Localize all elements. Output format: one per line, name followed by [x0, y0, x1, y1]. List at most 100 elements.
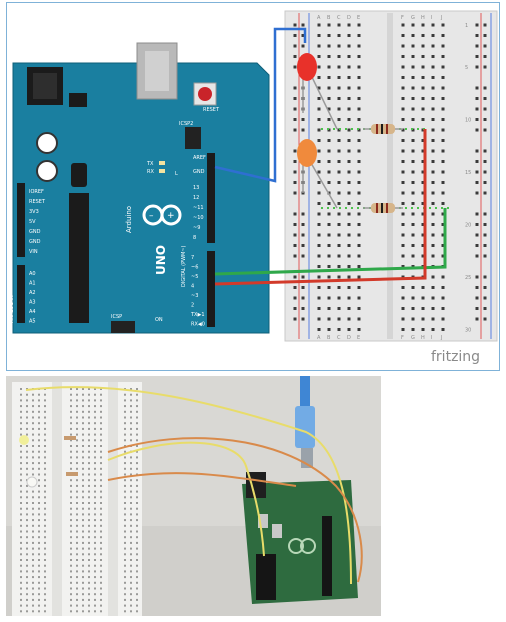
photo-resistor: [66, 472, 78, 476]
breadboard-column-label: F: [401, 335, 404, 341]
digital-label: DIGITAL (PWM~): [181, 245, 187, 287]
arduino-logo: – +: [142, 204, 182, 226]
wire-green-pin3: [214, 208, 447, 276]
digital-pin-label: ~11: [193, 205, 204, 211]
photo-breadboard: [12, 382, 142, 616]
breadboard-row-number: 25: [465, 275, 471, 281]
analog-header: [17, 265, 25, 323]
reset-label: RESET: [203, 107, 220, 113]
analog-label: ANALOG IN: [9, 295, 15, 323]
resistor-2: [363, 203, 403, 213]
breadboard-column-label: F: [401, 15, 404, 21]
breadboard-column-label: E: [357, 335, 360, 341]
analog-pin-label: A3: [29, 300, 36, 306]
rx-label: RX: [147, 169, 154, 175]
photo-led-yellow: [19, 435, 29, 445]
breadboard-column-label: I: [431, 15, 432, 21]
digital-pin-label: ~10: [193, 215, 204, 221]
fritzing-diagram: RESET ICSP2 TX RX L – + Arduino UNO ICSP…: [6, 2, 500, 371]
power-pin-label: RESET: [29, 199, 46, 205]
photo-arduino-board: [242, 472, 358, 604]
digital-pin-label: ~6: [191, 265, 198, 271]
capacitor: [36, 132, 58, 154]
photo-wire-orange: [107, 437, 363, 583]
breadboard-column-label: A: [317, 15, 321, 21]
analog-pin-label: A5: [29, 319, 36, 325]
breadboard-column-label: D: [347, 335, 351, 341]
reset-button: [193, 82, 217, 106]
voltage-regulator: [69, 93, 87, 107]
svg-text:+: +: [167, 211, 175, 221]
breadboard-column-label: G: [411, 335, 415, 341]
photo-resistor: [64, 436, 76, 440]
breadboard-row-number: 1: [465, 23, 468, 29]
icsp2-header: [185, 127, 201, 149]
digital-pin-label: ~9: [193, 225, 200, 231]
photo-wire-orange-2: [107, 472, 297, 487]
analog-pin-label: A4: [29, 309, 36, 315]
led-red: [297, 53, 338, 130]
digital-pin-label: TX▶1: [190, 312, 205, 318]
breadboard-column-label: H: [421, 15, 425, 21]
breadboard-column-label: C: [337, 15, 341, 21]
breadboard-column-label: D: [347, 15, 351, 21]
power-pin-label: 5V: [29, 219, 36, 225]
crystal: [71, 163, 87, 187]
led-orange: [297, 139, 338, 209]
circuit-photo: [6, 376, 381, 616]
breadboard-column-label: A: [317, 335, 321, 341]
photo-wire-yellow: [25, 386, 352, 585]
svg-text:–: –: [149, 211, 154, 221]
digital-pin-label: 2: [191, 303, 194, 309]
breadboard-column-label: J: [440, 335, 442, 341]
analog-pin-label: A0: [29, 271, 36, 277]
breadboard-column-label: C: [337, 335, 341, 341]
digital-header-lower: [207, 251, 215, 327]
breadboard-column-label: E: [357, 15, 360, 21]
digital-pin-label: ~5: [191, 274, 198, 280]
digital-pin-label: 12: [193, 195, 199, 201]
arduino-uno-board: RESET ICSP2 TX RX L – + Arduino UNO ICSP…: [9, 42, 270, 334]
analog-pin-label: A2: [29, 290, 36, 296]
breadboard-row-number: 10: [465, 118, 471, 124]
digital-pin-label: RX◀0: [191, 322, 205, 328]
breadboard-row-number: 15: [465, 170, 471, 176]
gnd-label: GND: [193, 169, 205, 175]
atmega-chip: [69, 193, 89, 323]
breadboard-row-number: 30: [465, 328, 471, 334]
tx-label: TX: [146, 161, 154, 167]
digital-pin-label: 13: [193, 185, 199, 191]
photo-led-clear: [26, 476, 38, 488]
board-name: UNO: [154, 245, 168, 275]
digital-header-upper: [207, 153, 215, 243]
capacitor: [36, 160, 58, 182]
on-label: ON: [155, 317, 163, 323]
icsp-label: ICSP: [111, 314, 122, 320]
breadboard-column-label: H: [421, 335, 425, 341]
aref-label: AREF: [193, 155, 206, 161]
breadboard-column-label: J: [440, 15, 442, 21]
breadboard-row-number: 20: [465, 223, 471, 229]
brand-label: Arduino: [125, 206, 133, 233]
icsp-header: [111, 321, 135, 333]
photo-wire-yellow-2: [107, 441, 265, 557]
breadboard-column-label: B: [327, 335, 331, 341]
icsp2-label: ICSP2: [179, 121, 193, 127]
breadboard-column-label: G: [411, 15, 415, 21]
breadboard-column-label: B: [327, 15, 331, 21]
power-pin-label: IOREF: [29, 189, 44, 195]
digital-pin-label: 7: [191, 255, 194, 261]
power-pin-label: VIN: [29, 249, 38, 255]
wire-blue-gnd: [214, 27, 307, 183]
power-pin-label: GND: [29, 239, 41, 245]
analog-pin-label: A1: [29, 281, 36, 287]
power-pin-label: GND: [29, 229, 41, 235]
power-header: [17, 183, 25, 257]
